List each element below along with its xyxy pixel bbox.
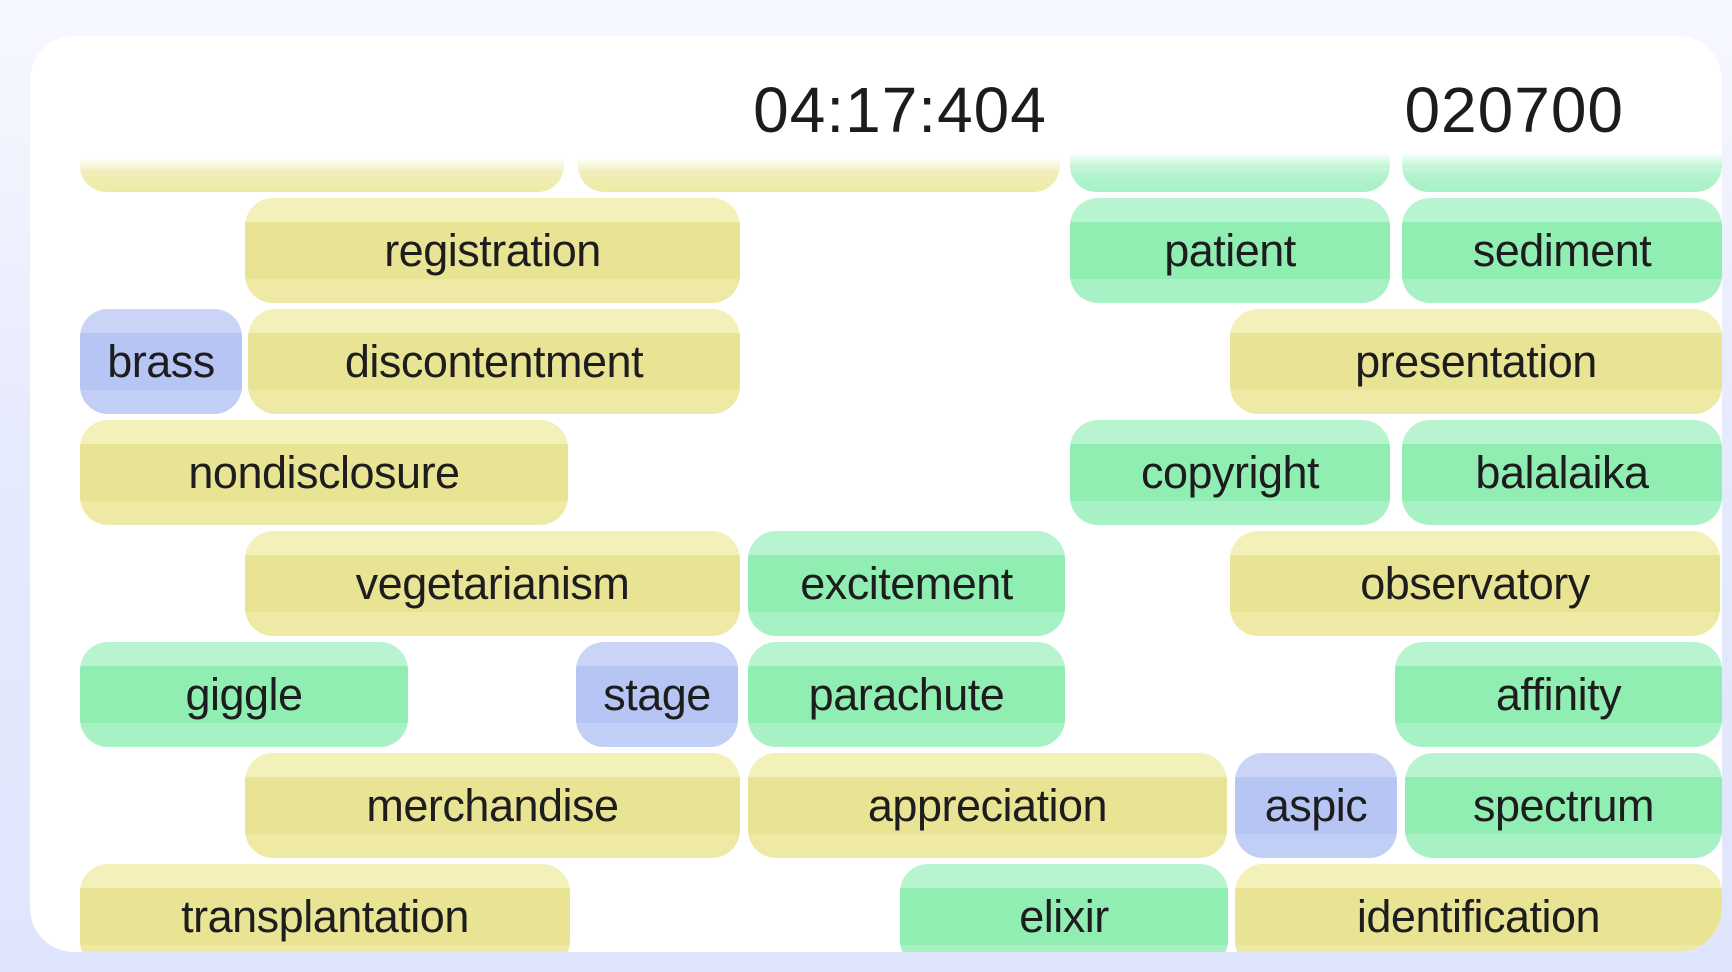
word-pill-label: nondisclosure — [188, 446, 460, 498]
word-pill-transplantation[interactable]: transplantation — [80, 864, 570, 952]
word-pill-appreciation[interactable]: appreciation — [748, 753, 1227, 858]
word-pill-stage[interactable]: stage — [576, 642, 738, 747]
word-pill-hidden-3 — [1402, 152, 1722, 192]
word-pill-label: presentation — [1355, 335, 1597, 387]
word-pill-elixir[interactable]: elixir — [900, 864, 1228, 952]
word-pill-label: observatory — [1360, 557, 1590, 609]
word-pill-merchandise[interactable]: merchandise — [245, 753, 740, 858]
word-pill-presentation[interactable]: presentation — [1230, 309, 1722, 414]
word-pill-affinity[interactable]: affinity — [1395, 642, 1722, 747]
word-pill-label: stage — [603, 668, 711, 720]
game-card: registration patient sediment brass disconte… — [30, 36, 1722, 952]
word-pill-brass[interactable]: brass — [80, 309, 242, 414]
word-pill-label: balalaika — [1475, 446, 1649, 498]
word-pill-registration[interactable]: registration — [245, 198, 740, 303]
word-pill-nondisclosure[interactable]: nondisclosure — [80, 420, 568, 525]
word-pill-observatory[interactable]: observatory — [1230, 531, 1720, 636]
word-pill-label: discontentment — [344, 335, 644, 387]
score-display: 020700 — [1404, 74, 1624, 146]
game-board: registration patient sediment brass disconte… — [30, 36, 1722, 952]
word-pill-hidden-1 — [578, 158, 1060, 192]
word-pill-label: brass — [107, 335, 215, 387]
word-pill-hidden-2 — [1070, 152, 1390, 192]
word-pill-label: identification — [1356, 890, 1601, 942]
word-pill-label: copyright — [1140, 446, 1320, 498]
word-pill-hidden-0 — [80, 158, 564, 192]
word-pill-label: merchandise — [366, 779, 619, 831]
word-pill-copyright[interactable]: copyright — [1070, 420, 1390, 525]
word-pill-label: giggle — [185, 668, 303, 720]
word-pill-sediment[interactable]: sediment — [1402, 198, 1722, 303]
word-pill-label: appreciation — [867, 779, 1108, 831]
word-pill-label: spectrum — [1472, 779, 1655, 831]
word-pill-giggle[interactable]: giggle — [80, 642, 408, 747]
word-pill-label: vegetarianism — [355, 557, 630, 609]
word-pill-parachute[interactable]: parachute — [748, 642, 1065, 747]
word-pill-label: transplantation — [181, 890, 469, 942]
word-pill-spectrum[interactable]: spectrum — [1405, 753, 1722, 858]
timer-display: 04:17:404 — [753, 74, 1047, 146]
word-pill-identification[interactable]: identification — [1235, 864, 1722, 952]
word-pill-patient[interactable]: patient — [1070, 198, 1390, 303]
word-pill-excitement[interactable]: excitement — [748, 531, 1065, 636]
word-pill-label: registration — [384, 224, 601, 276]
word-pill-label: affinity — [1495, 668, 1622, 720]
word-pill-aspic[interactable]: aspic — [1235, 753, 1397, 858]
word-pill-balalaika[interactable]: balalaika — [1402, 420, 1722, 525]
word-pill-vegetarianism[interactable]: vegetarianism — [245, 531, 740, 636]
word-pill-label: elixir — [1019, 890, 1109, 942]
word-pill-label: aspic — [1264, 779, 1368, 831]
word-pill-label: parachute — [808, 668, 1005, 720]
word-pill-label: sediment — [1472, 224, 1652, 276]
word-pill-label: excitement — [800, 557, 1013, 609]
word-pill-label: patient — [1164, 224, 1296, 276]
word-pill-discontentment[interactable]: discontentment — [248, 309, 740, 414]
